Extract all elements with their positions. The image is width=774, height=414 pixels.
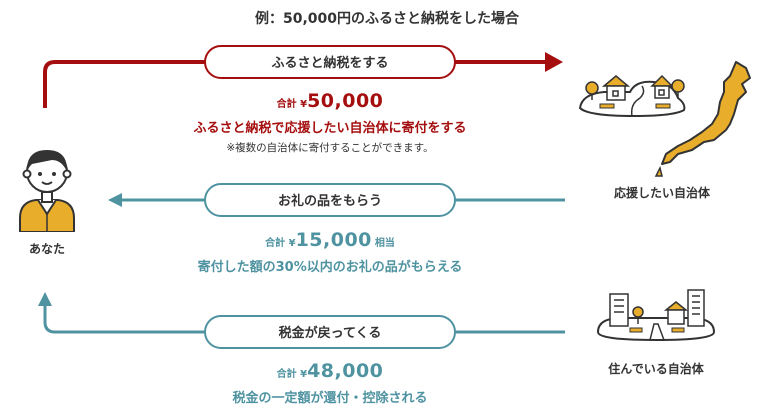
donation-note: ※複数の自治体に寄付することができます。 [226,142,434,154]
tree-icon-1 [585,81,599,100]
gift-suffix: 相当 [374,238,395,249]
donation-amount: 50,000 [307,90,384,112]
donation-total: 合計 ¥50,000 [200,90,460,112]
page-title: 例：50,000円のふるさと納税をした場合 [254,11,520,27]
building-icon-2 [687,289,705,327]
donation-total-label: 合計 ¥ [276,99,308,110]
gift-pill: お礼の品をもらう [204,183,456,217]
donation-arrowhead [545,52,563,72]
tax-arrow [43,305,565,334]
gift-total-label: 合計 ¥ [265,238,296,249]
you-label: あなた [28,242,65,256]
tree-icon-3 [632,306,644,324]
japan-map-icon [661,61,751,165]
house-icon-1 [601,75,631,101]
tax-description: 税金の一定額が還付・控除される [232,391,428,406]
supported-city-label: 応援したい自治体 [613,186,710,200]
tax-arrowhead [38,292,52,306]
donation-arrow [43,60,545,108]
gift-description: 寄付した額の30%以内のお礼の品がもらえる [197,260,463,275]
home-city-label: 住んでいる自治体 [608,362,704,376]
house-icon-2 [650,74,674,99]
tax-total: 合計 ¥48,000 [200,360,460,382]
gift-arrowhead [108,193,122,207]
donation-description: ふるさと納税で応援したい自治体に寄付をする [193,121,467,136]
supported-city-illustration [578,61,751,177]
tree-icon-2 [671,79,685,98]
tax-amount: 48,000 [307,360,384,382]
tax-total-label: 合計 ¥ [276,369,308,380]
gift-amount: 15,000 [295,229,372,251]
building-icon-1 [609,293,629,327]
tax-pill: 税金が戻ってくる [204,315,456,349]
house-icon-3 [663,301,689,325]
donation-pill: ふるさと納税をする [204,45,456,79]
home-city-illustration [596,289,716,342]
person-icon [19,150,75,232]
